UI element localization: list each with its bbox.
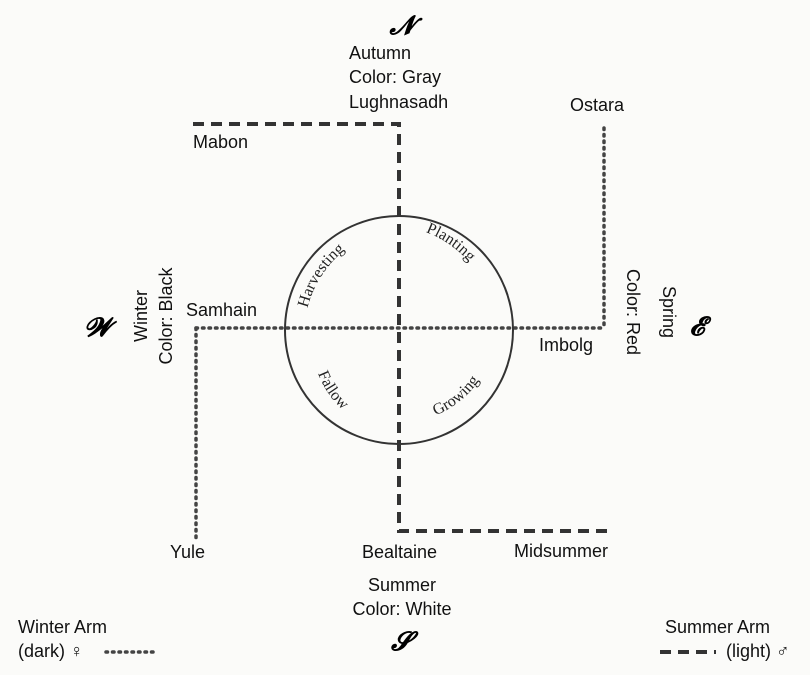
wheel-circle xyxy=(284,215,514,445)
festival-yule: Yule xyxy=(170,542,205,562)
direction-east: 𝓔 xyxy=(690,312,713,341)
festival-bealtaine: Bealtaine xyxy=(362,542,437,562)
direction-west: 𝓦 xyxy=(84,313,117,342)
festival-midsummer: Midsummer xyxy=(514,541,608,561)
south-season: Summer xyxy=(368,575,436,595)
festival-imbolg: Imbolg xyxy=(539,335,593,355)
legend-summer-arm-title: Summer Arm xyxy=(665,617,770,637)
direction-south: 𝓢 xyxy=(390,627,419,656)
east-color: Color: Red xyxy=(623,269,643,355)
wheel-label-growing: Growing xyxy=(430,372,482,419)
festival-mabon: Mabon xyxy=(193,132,248,152)
north-color: Color: Gray xyxy=(349,67,441,87)
north-season: Autumn xyxy=(349,43,411,63)
wheel-label-fallow: Fallow xyxy=(314,368,352,413)
direction-north: 𝓝 xyxy=(389,11,424,40)
west-color: Color: Black xyxy=(156,266,176,364)
legend-winter-arm-detail: (dark) ♀ xyxy=(18,641,84,661)
wheel-label-harvesting: Harvesting xyxy=(295,240,348,309)
festival-ostara: Ostara xyxy=(570,95,625,115)
east-season: Spring xyxy=(659,286,679,338)
south-color: Color: White xyxy=(352,599,451,619)
festival-samhain: Samhain xyxy=(186,300,257,320)
west-season: Winter xyxy=(131,290,151,342)
legend-summer-arm-detail: (light) ♂ xyxy=(726,641,790,661)
legend-winter-arm-title: Winter Arm xyxy=(18,617,107,637)
north-festival: Lughnasadh xyxy=(349,92,448,112)
